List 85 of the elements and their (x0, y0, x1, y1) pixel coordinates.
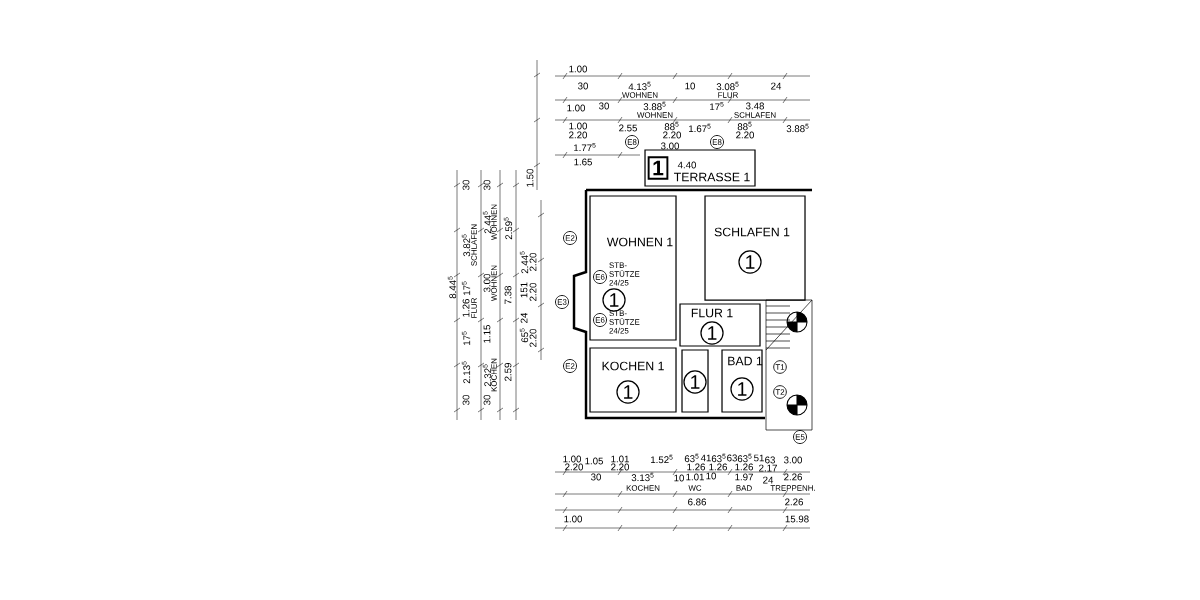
dimension-text: 88$^{5}$ (737, 121, 752, 131)
dimension-text: 6.86 (688, 498, 706, 506)
room: SCHLAFEN 1 1 (704, 195, 806, 301)
dimension-text: 1.15 (483, 325, 491, 343)
dimension-text: 2.20 (736, 131, 755, 139)
dimension-text: 41 (700, 454, 711, 462)
dimension-text: 17$^{5}$ (710, 101, 724, 111)
dimension-text: 1.50 (526, 169, 534, 187)
dimension-text: 30 (599, 102, 609, 110)
dimension-text: 2.44$^{5}$ (519, 251, 529, 274)
dimension-text: 3.08$^{5}$ (716, 81, 739, 91)
dimension-text: 1.65 (574, 158, 592, 166)
dimension-text: 1.97 (735, 473, 753, 481)
dimension-text: 63$^{5}$ (684, 453, 699, 463)
dimension-text: 24 (520, 312, 528, 323)
dimension-text: 3.48 (745, 102, 764, 110)
dimension-text: 2.20 (569, 131, 588, 139)
dimension-text: 3.88$^{5}$ (643, 101, 666, 111)
dimension-text: 2.59 (504, 363, 512, 381)
dimension-text: 3.00 (783, 456, 803, 464)
dimension-text: 3.82$^{5}$ (461, 234, 471, 257)
dimension-text: 1.01 (611, 455, 629, 463)
dimension-text: 1.00 (569, 122, 588, 130)
dimension-text: 2.20 (529, 329, 537, 347)
dimension-text: 2.55 (619, 124, 637, 132)
dimension-text: 88$^{5}$ (664, 121, 679, 131)
dimension-text: 17$^{5}$ (461, 331, 471, 345)
dimension-text: 30 (591, 473, 601, 481)
dimension-text: 30 (462, 180, 470, 190)
dimension-text: 1.77$^{5}$ (574, 142, 596, 152)
dimension-text: 63$^{5}$ (711, 453, 726, 463)
room: BAD 1 1 (721, 349, 763, 413)
dimension-text: 63$^{5}$ (737, 453, 752, 463)
dimension-text: 2.20 (611, 463, 630, 471)
dimension-text: 30 (578, 82, 588, 90)
dimension-text: 151 (520, 282, 528, 298)
dimension-text: 2.17 (759, 464, 777, 472)
dimension-text: 7.38 (504, 286, 512, 304)
dimension-text: 65$^{5}$ (519, 328, 529, 343)
dimension-text: 10 (674, 474, 684, 482)
dimension-text: 2.20 (529, 283, 537, 301)
dimension-text: 4.40 (677, 161, 697, 169)
dimension-text: 15.98 (785, 515, 809, 523)
dimension-text: 1.00 (563, 455, 582, 463)
dimension-text: 4.13$^{5}$ (628, 81, 651, 91)
dimension-text: 2.59$^{5}$ (503, 217, 513, 240)
dimension-text: 2.44$^{5}$ (482, 211, 492, 234)
room: FLUR 1 1 (679, 303, 761, 347)
dimension-text: 2.20 (565, 463, 584, 471)
dimension-text: 51 (754, 454, 764, 462)
dimension-text: 17$^{5}$ (461, 281, 471, 295)
dimension-text: 10 (706, 472, 716, 480)
dimension-text: 30 (483, 395, 491, 405)
dimension-text: 30 (483, 180, 491, 190)
dimension-text: 10 (685, 82, 695, 90)
dimension-text: 2.26 (784, 473, 802, 481)
dimension-text: 1.01 (686, 473, 704, 481)
dimension-text: 3.88$^{5}$ (786, 123, 809, 133)
room: 1 (681, 349, 709, 413)
dimension-text: 3.00 (483, 274, 491, 293)
dimension-text: 1.26 (709, 463, 727, 471)
dimension-text: 1.26 (462, 299, 470, 317)
dimension-text: 1.26 (687, 463, 705, 471)
room: 1 (647, 156, 669, 180)
dimension-text: 1.00 (569, 65, 588, 73)
dimension-text: 63 (727, 454, 737, 462)
dimension-text: 8.44$^{5}$ (447, 276, 457, 299)
dimension-text: 2.32$^{5}$ (482, 364, 492, 387)
dimension-text: 2.20 (529, 253, 537, 271)
dimension-text: 1.52$^{5}$ (651, 454, 673, 464)
dimension-text: 1.26 (735, 463, 753, 471)
dimension-text: 3.13$^{5}$ (631, 472, 654, 482)
dimension-text: 2.26 (785, 498, 803, 506)
dimension-text: 24 (771, 82, 782, 90)
dimension-text: 30 (462, 395, 470, 405)
dimension-text: 3.00 (660, 142, 680, 150)
dimension-text: 1.00 (567, 104, 586, 112)
dimension-text: 1.67$^{5}$ (689, 123, 711, 133)
dimension-text: 1.05 (585, 457, 603, 465)
dimension-text: 63 (765, 456, 775, 464)
dimension-text: 1.00 (564, 515, 583, 523)
dimension-text: 24 (763, 476, 774, 484)
dimension-text: 2.20 (663, 131, 682, 139)
room: KOCHEN 1 1 (589, 347, 677, 413)
dimension-text: 2.13$^{5}$ (461, 361, 471, 384)
